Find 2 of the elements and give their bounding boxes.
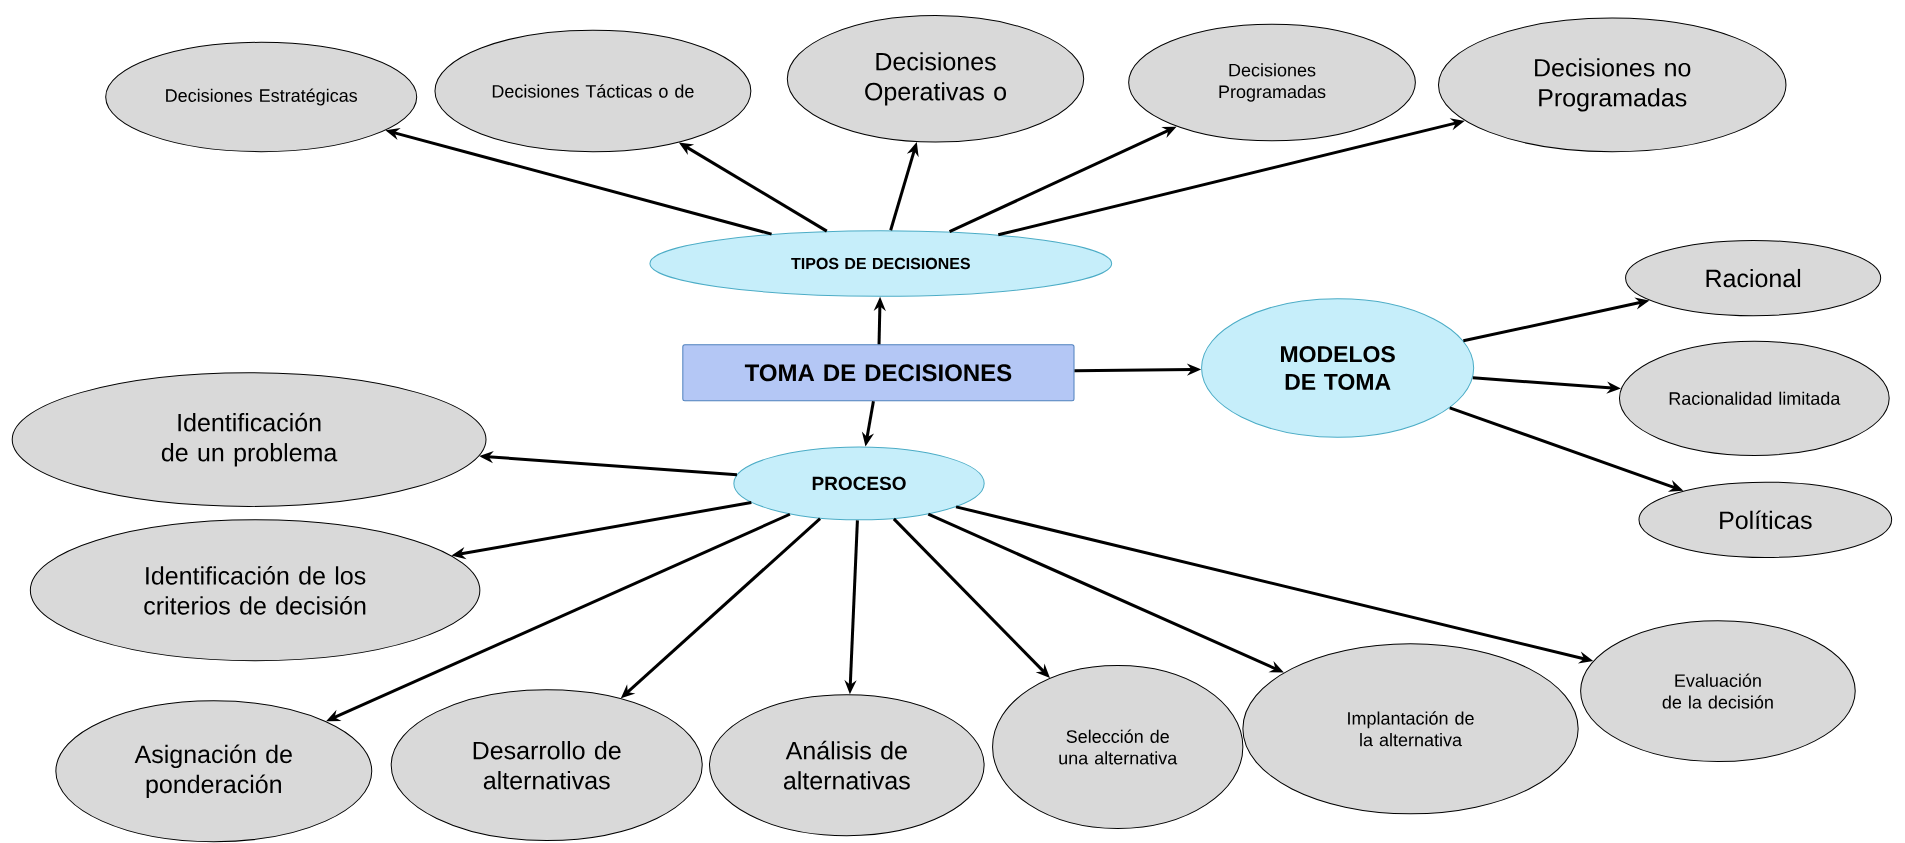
process-box: TOMA DE DECISIONES: [682, 344, 1075, 402]
arrow: [892, 517, 1050, 678]
